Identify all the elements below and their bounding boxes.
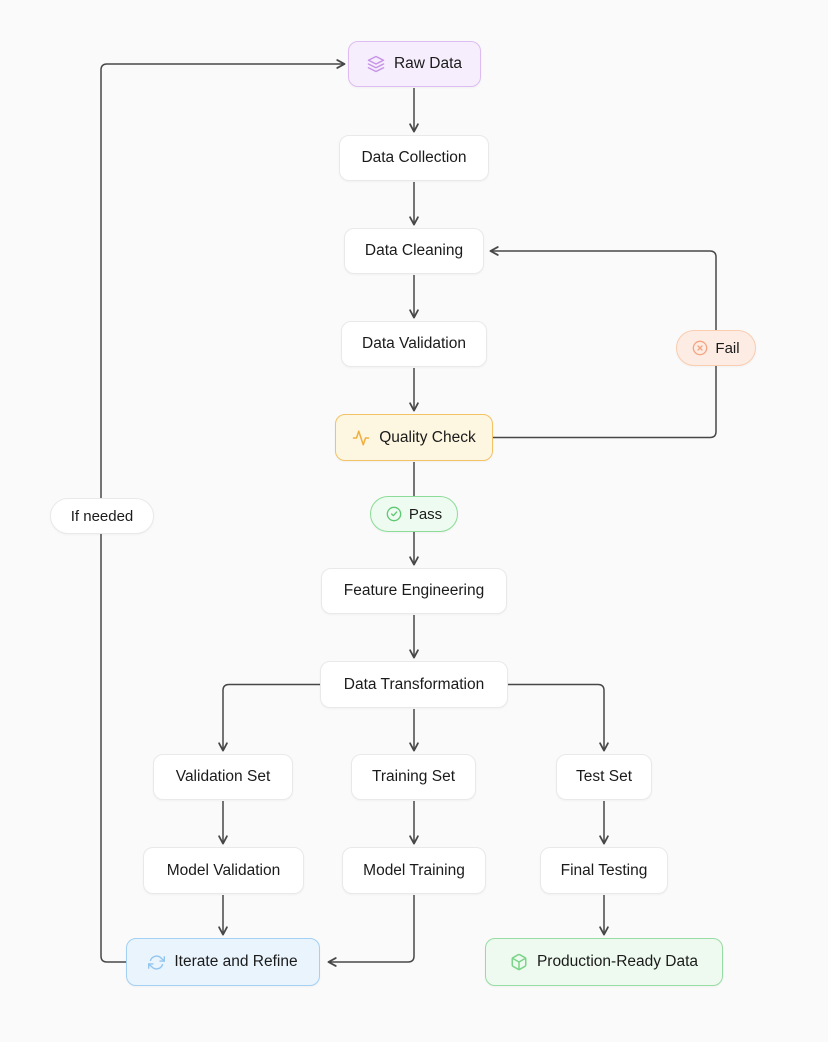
package-icon — [510, 953, 528, 971]
node-label: Final Testing — [560, 861, 648, 879]
node-label: Data Validation — [362, 335, 466, 353]
node-label: Data Collection — [361, 149, 467, 167]
activity-icon — [352, 429, 370, 447]
node-label: Model Validation — [166, 861, 281, 879]
node-feature-engineering: Feature Engineering — [321, 568, 507, 614]
node-label: Data Transformation — [343, 675, 485, 693]
badge-label: If needed — [70, 507, 134, 525]
node-test-set: Test Set — [556, 754, 652, 800]
node-training-set: Training Set — [351, 754, 476, 800]
node-model-validation: Model Validation — [143, 847, 304, 894]
node-quality-check: Quality Check — [335, 414, 493, 461]
layers-icon — [367, 55, 385, 73]
node-iterate-and-refine: Iterate and Refine — [126, 938, 320, 986]
x-circle-icon — [692, 340, 708, 356]
node-label: Test Set — [576, 768, 632, 786]
check-circle-icon — [386, 506, 402, 522]
node-production-ready-data: Production-Ready Data — [485, 938, 723, 986]
badge-label: Fail — [715, 339, 740, 357]
badge-label: Pass — [408, 505, 443, 523]
node-final-testing: Final Testing — [540, 847, 668, 894]
badge-fail: Fail — [676, 330, 756, 366]
node-label: Production-Ready Data — [536, 953, 699, 971]
node-label: Validation Set — [175, 768, 271, 786]
badge-pass: Pass — [370, 496, 458, 532]
node-label: Quality Check — [379, 428, 476, 446]
node-label: Raw Data — [393, 55, 463, 73]
node-label: Data Cleaning — [364, 242, 464, 260]
node-data-validation: Data Validation — [341, 321, 487, 367]
node-raw-data: Raw Data — [348, 41, 481, 87]
node-model-training: Model Training — [342, 847, 486, 894]
node-label: Iterate and Refine — [174, 953, 298, 971]
node-data-collection: Data Collection — [339, 135, 489, 181]
badge-if-needed: If needed — [50, 498, 154, 534]
refresh-icon — [148, 954, 166, 971]
edge-model-training-to-iterate — [327, 895, 415, 967]
node-data-cleaning: Data Cleaning — [344, 228, 484, 274]
node-label: Model Training — [363, 861, 465, 879]
node-label: Feature Engineering — [343, 582, 485, 600]
edge-data-transformation-to-validation-set — [218, 683, 320, 752]
node-data-transformation: Data Transformation — [320, 661, 508, 708]
node-validation-set: Validation Set — [153, 754, 293, 800]
edge-data-transformation-to-test-set — [508, 683, 609, 752]
node-label: Training Set — [372, 768, 455, 786]
